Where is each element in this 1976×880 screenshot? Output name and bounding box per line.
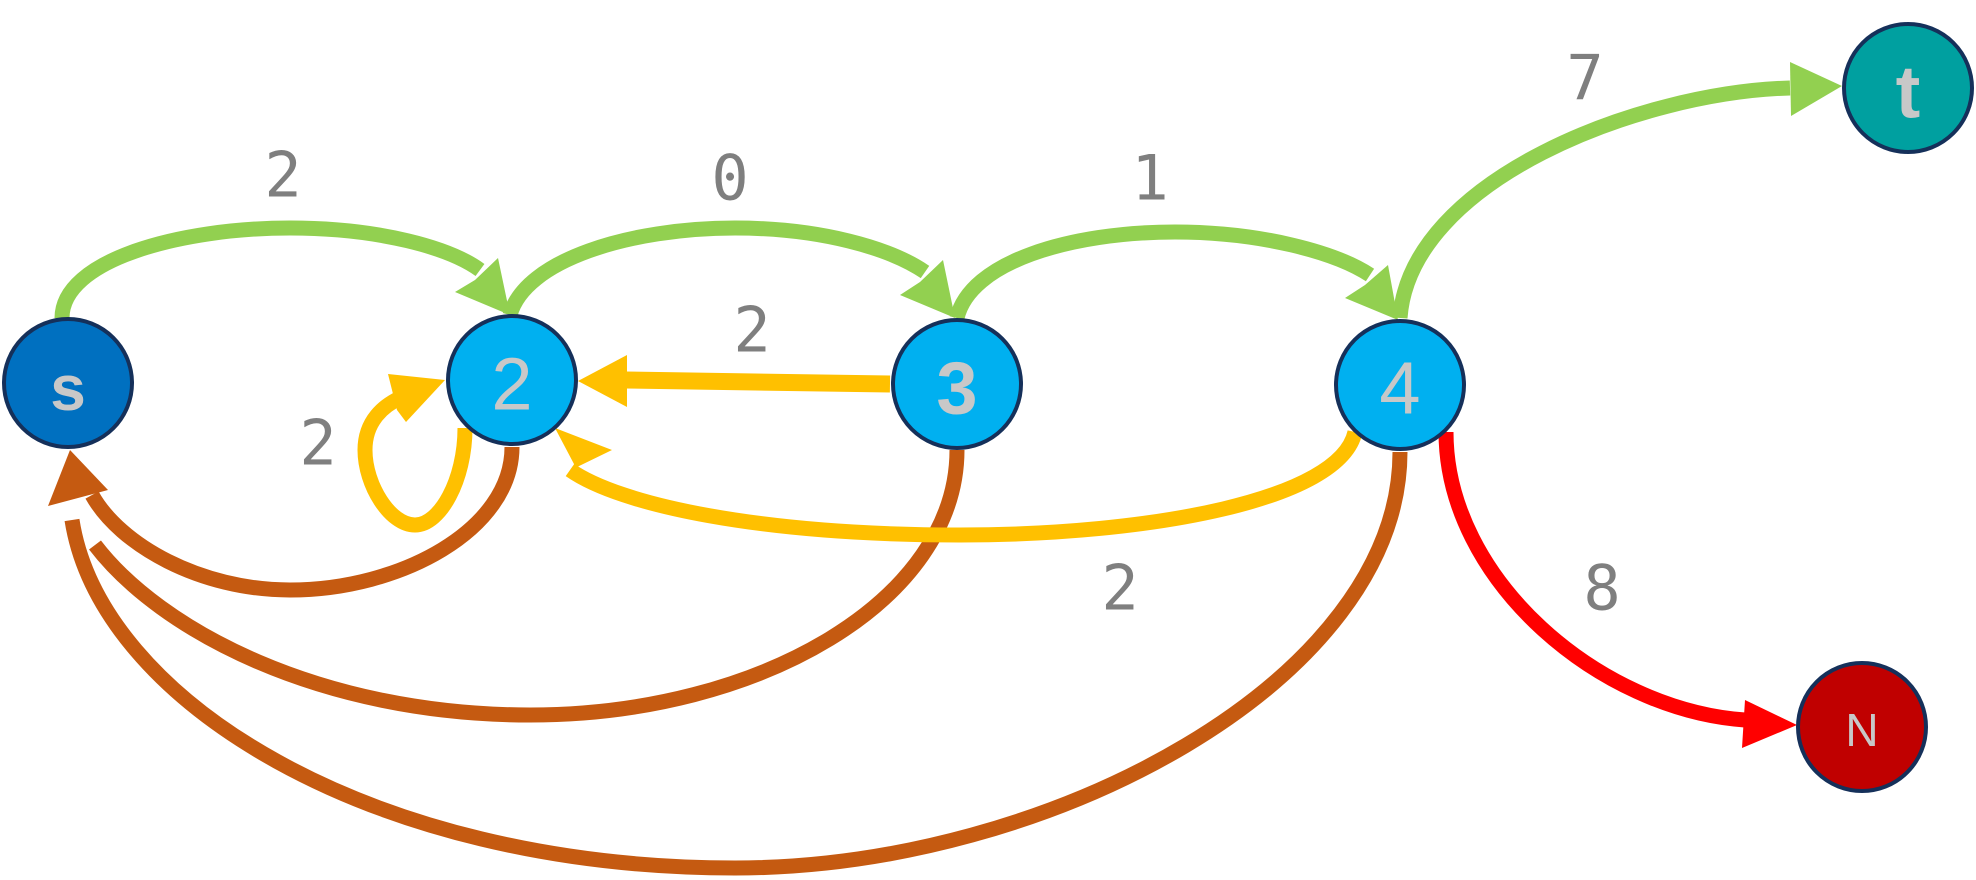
edge-4-t-line	[1392, 80, 1791, 319]
node-t[interactable]: t	[1842, 22, 1974, 154]
edge-label-4-N: 8	[1583, 552, 1620, 625]
edge-4-N-line	[1438, 431, 1746, 728]
edge-label-4-t: 7	[1566, 42, 1603, 115]
edge-2-3	[502, 220, 955, 318]
edge-label-2-2: 2	[299, 407, 336, 480]
nodes-layer: s 2 3 4 t N	[2, 22, 1974, 793]
edge-2-2-arrowhead	[388, 374, 445, 422]
edge-2-s-line	[85, 446, 520, 598]
node-2-circle[interactable]	[446, 314, 578, 446]
edge-4-t-arrowhead	[1790, 62, 1842, 116]
edge-s-2	[54, 220, 510, 319]
edge-label-4-2: 2	[1101, 552, 1138, 625]
edge-3-2-arrowhead	[578, 355, 627, 407]
edge-3-4	[949, 224, 1398, 321]
edge-3-4-line	[949, 224, 1375, 321]
edge-label-s-2: 2	[264, 139, 301, 212]
edge-4-2	[555, 428, 1363, 543]
edge-3-s-line	[89, 449, 965, 723]
node-3[interactable]: 3	[891, 318, 1023, 450]
edge-label-3-2: 2	[733, 294, 770, 367]
node-3-circle[interactable]	[891, 318, 1023, 450]
edge-4-s	[48, 450, 1408, 876]
edge-to-s-arrowhead	[48, 450, 108, 506]
edge-s-2-arrowhead	[455, 258, 510, 315]
edge-2-3-arrowhead	[900, 260, 955, 318]
node-4-circle[interactable]	[1334, 319, 1466, 451]
edge-2-s	[85, 446, 520, 598]
edges-layer	[48, 62, 1842, 876]
edge-3-2-line	[624, 371, 891, 393]
node-s-label: s	[50, 352, 86, 424]
node-2[interactable]: 2	[446, 314, 578, 446]
node-N-label: N	[1845, 704, 1878, 756]
node-t-circle[interactable]	[1842, 22, 1974, 154]
node-2-label: 2	[491, 343, 532, 426]
edge-label-3-4: 1	[1131, 142, 1168, 215]
node-4-label: 4	[1379, 347, 1420, 430]
node-3-label: 3	[936, 347, 977, 430]
edge-3-2	[578, 355, 891, 407]
edge-4-N-arrowhead	[1742, 700, 1797, 748]
edge-label-2-3: 0	[711, 142, 748, 215]
edge-labels-layer: 2 0 1 7 2 2 2 8	[264, 42, 1620, 625]
node-4[interactable]: 4	[1334, 319, 1466, 451]
edge-4-2-line	[565, 429, 1363, 543]
node-N[interactable]: N	[1796, 661, 1928, 793]
node-N-circle[interactable]	[1796, 661, 1928, 793]
edge-4-N	[1438, 431, 1797, 748]
node-s-circle[interactable]	[2, 317, 134, 449]
edge-3-s	[89, 449, 965, 723]
node-t-label: t	[1896, 51, 1921, 134]
edge-2-2-line	[357, 391, 473, 533]
edge-2-2	[357, 374, 473, 533]
edge-2-3-line	[502, 220, 930, 318]
edge-3-4-arrowhead	[1345, 265, 1398, 320]
edge-4-2-arrowhead	[555, 428, 612, 483]
edge-s-2-line	[54, 220, 485, 319]
node-s[interactable]: s	[2, 317, 134, 449]
edge-4-t	[1392, 62, 1842, 319]
edge-4-s-line	[64, 451, 1408, 876]
